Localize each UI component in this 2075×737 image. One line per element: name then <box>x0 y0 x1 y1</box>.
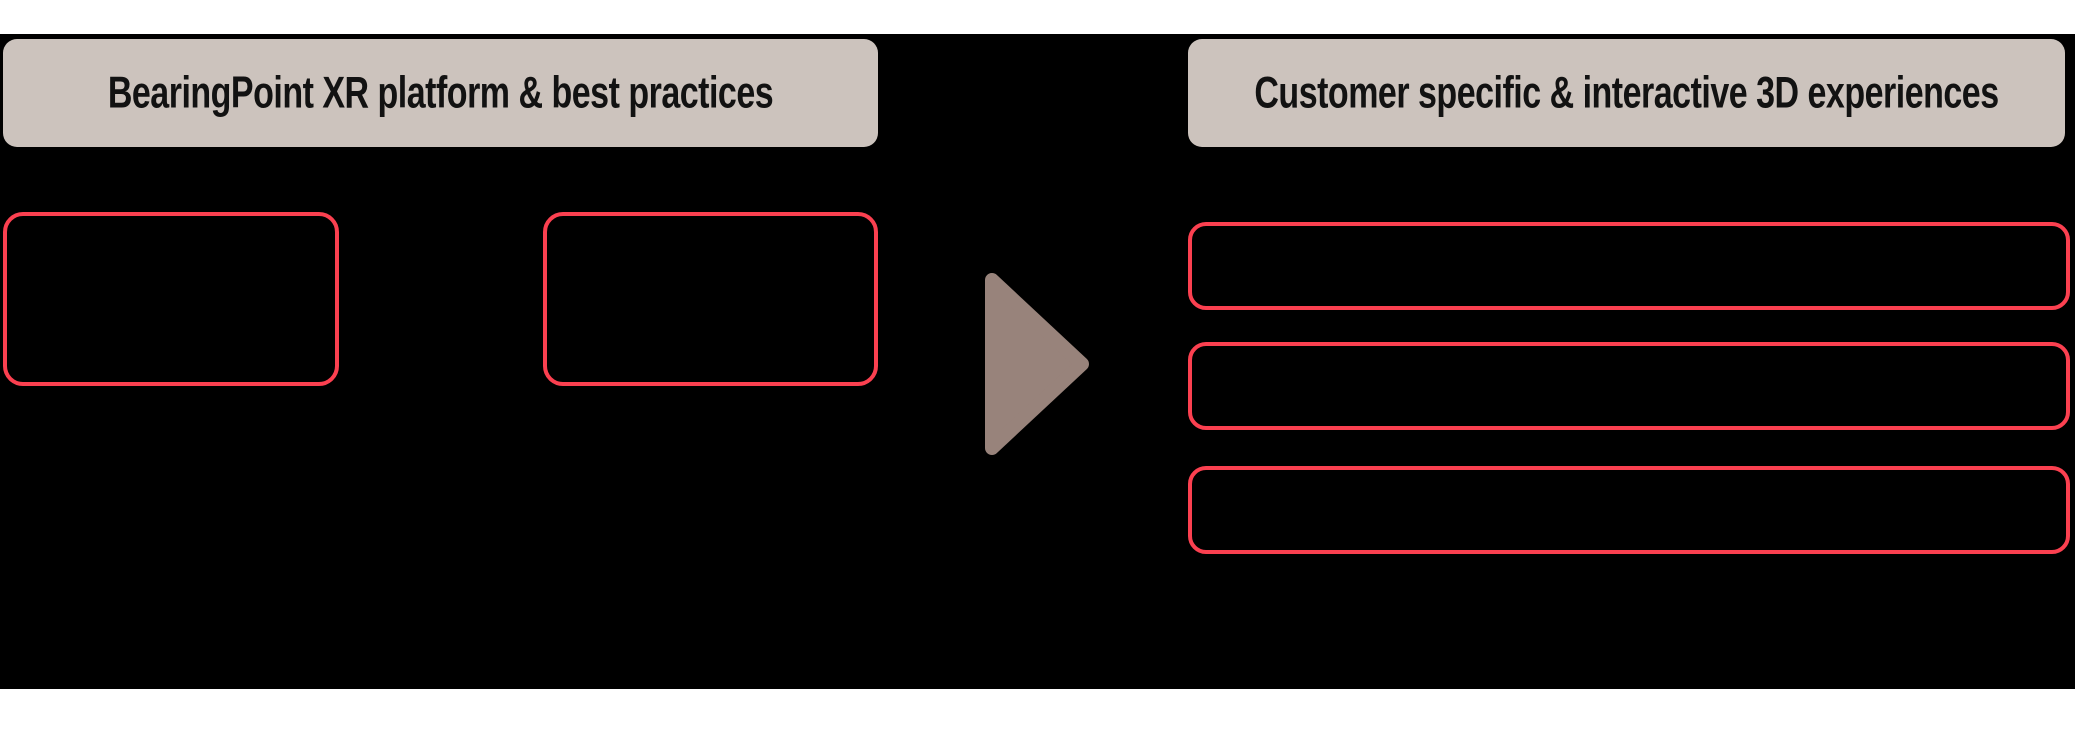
platform-outline-box-1 <box>3 212 339 386</box>
transform-arrow-icon <box>985 273 1089 455</box>
right-section-header-label: Customer specific & interactive 3D exper… <box>1254 67 1999 118</box>
left-section-header: BearingPoint XR platform & best practice… <box>3 39 878 147</box>
platform-outline-box-2 <box>543 212 878 386</box>
experience-outline-box-2 <box>1188 342 2070 430</box>
experience-outline-box-1 <box>1188 222 2070 310</box>
experience-outline-box-3 <box>1188 466 2070 554</box>
right-section-header: Customer specific & interactive 3D exper… <box>1188 39 2065 147</box>
left-section-header-label: BearingPoint XR platform & best practice… <box>107 67 774 118</box>
